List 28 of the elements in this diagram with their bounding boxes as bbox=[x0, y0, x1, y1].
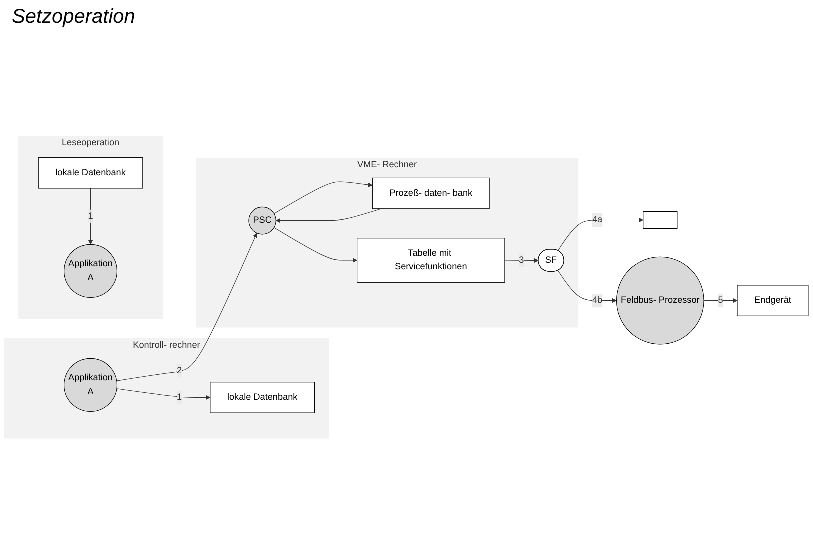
edge-label: 1 bbox=[88, 211, 94, 222]
arrow bbox=[88, 188, 94, 245]
diagram-title: Setzoperation bbox=[12, 6, 136, 29]
arrow bbox=[274, 182, 373, 214]
edge-label: 2 bbox=[176, 366, 182, 376]
arrow bbox=[504, 258, 539, 264]
node-box: Prozeß- daten- bank bbox=[372, 178, 490, 210]
arrow bbox=[558, 218, 644, 252]
arrow bbox=[704, 298, 738, 304]
arrow bbox=[116, 388, 211, 400]
edge-label: 4b bbox=[592, 296, 603, 306]
edge-label: 1 bbox=[176, 392, 182, 402]
arrow bbox=[558, 270, 617, 304]
edge-label: 5 bbox=[718, 296, 724, 306]
node-box bbox=[643, 211, 678, 230]
node-circle: Feldbus- Prozessor bbox=[616, 256, 704, 345]
node-box: lokale Datenbank bbox=[210, 382, 315, 414]
edge-label: 3 bbox=[519, 255, 524, 266]
node-circle: Applikation A bbox=[64, 358, 118, 412]
node-circle: PSC bbox=[248, 206, 276, 235]
arrow bbox=[276, 208, 382, 224]
arrow bbox=[274, 228, 358, 264]
node-box: Endgerät bbox=[737, 285, 809, 316]
arrow bbox=[116, 233, 258, 382]
node-box: Tabelle mit Servicefunktionen bbox=[357, 238, 506, 283]
edge-label: 4a bbox=[592, 215, 603, 225]
node-circle: Applikation A bbox=[64, 244, 118, 298]
node-box: lokale Datenbank bbox=[38, 158, 144, 189]
